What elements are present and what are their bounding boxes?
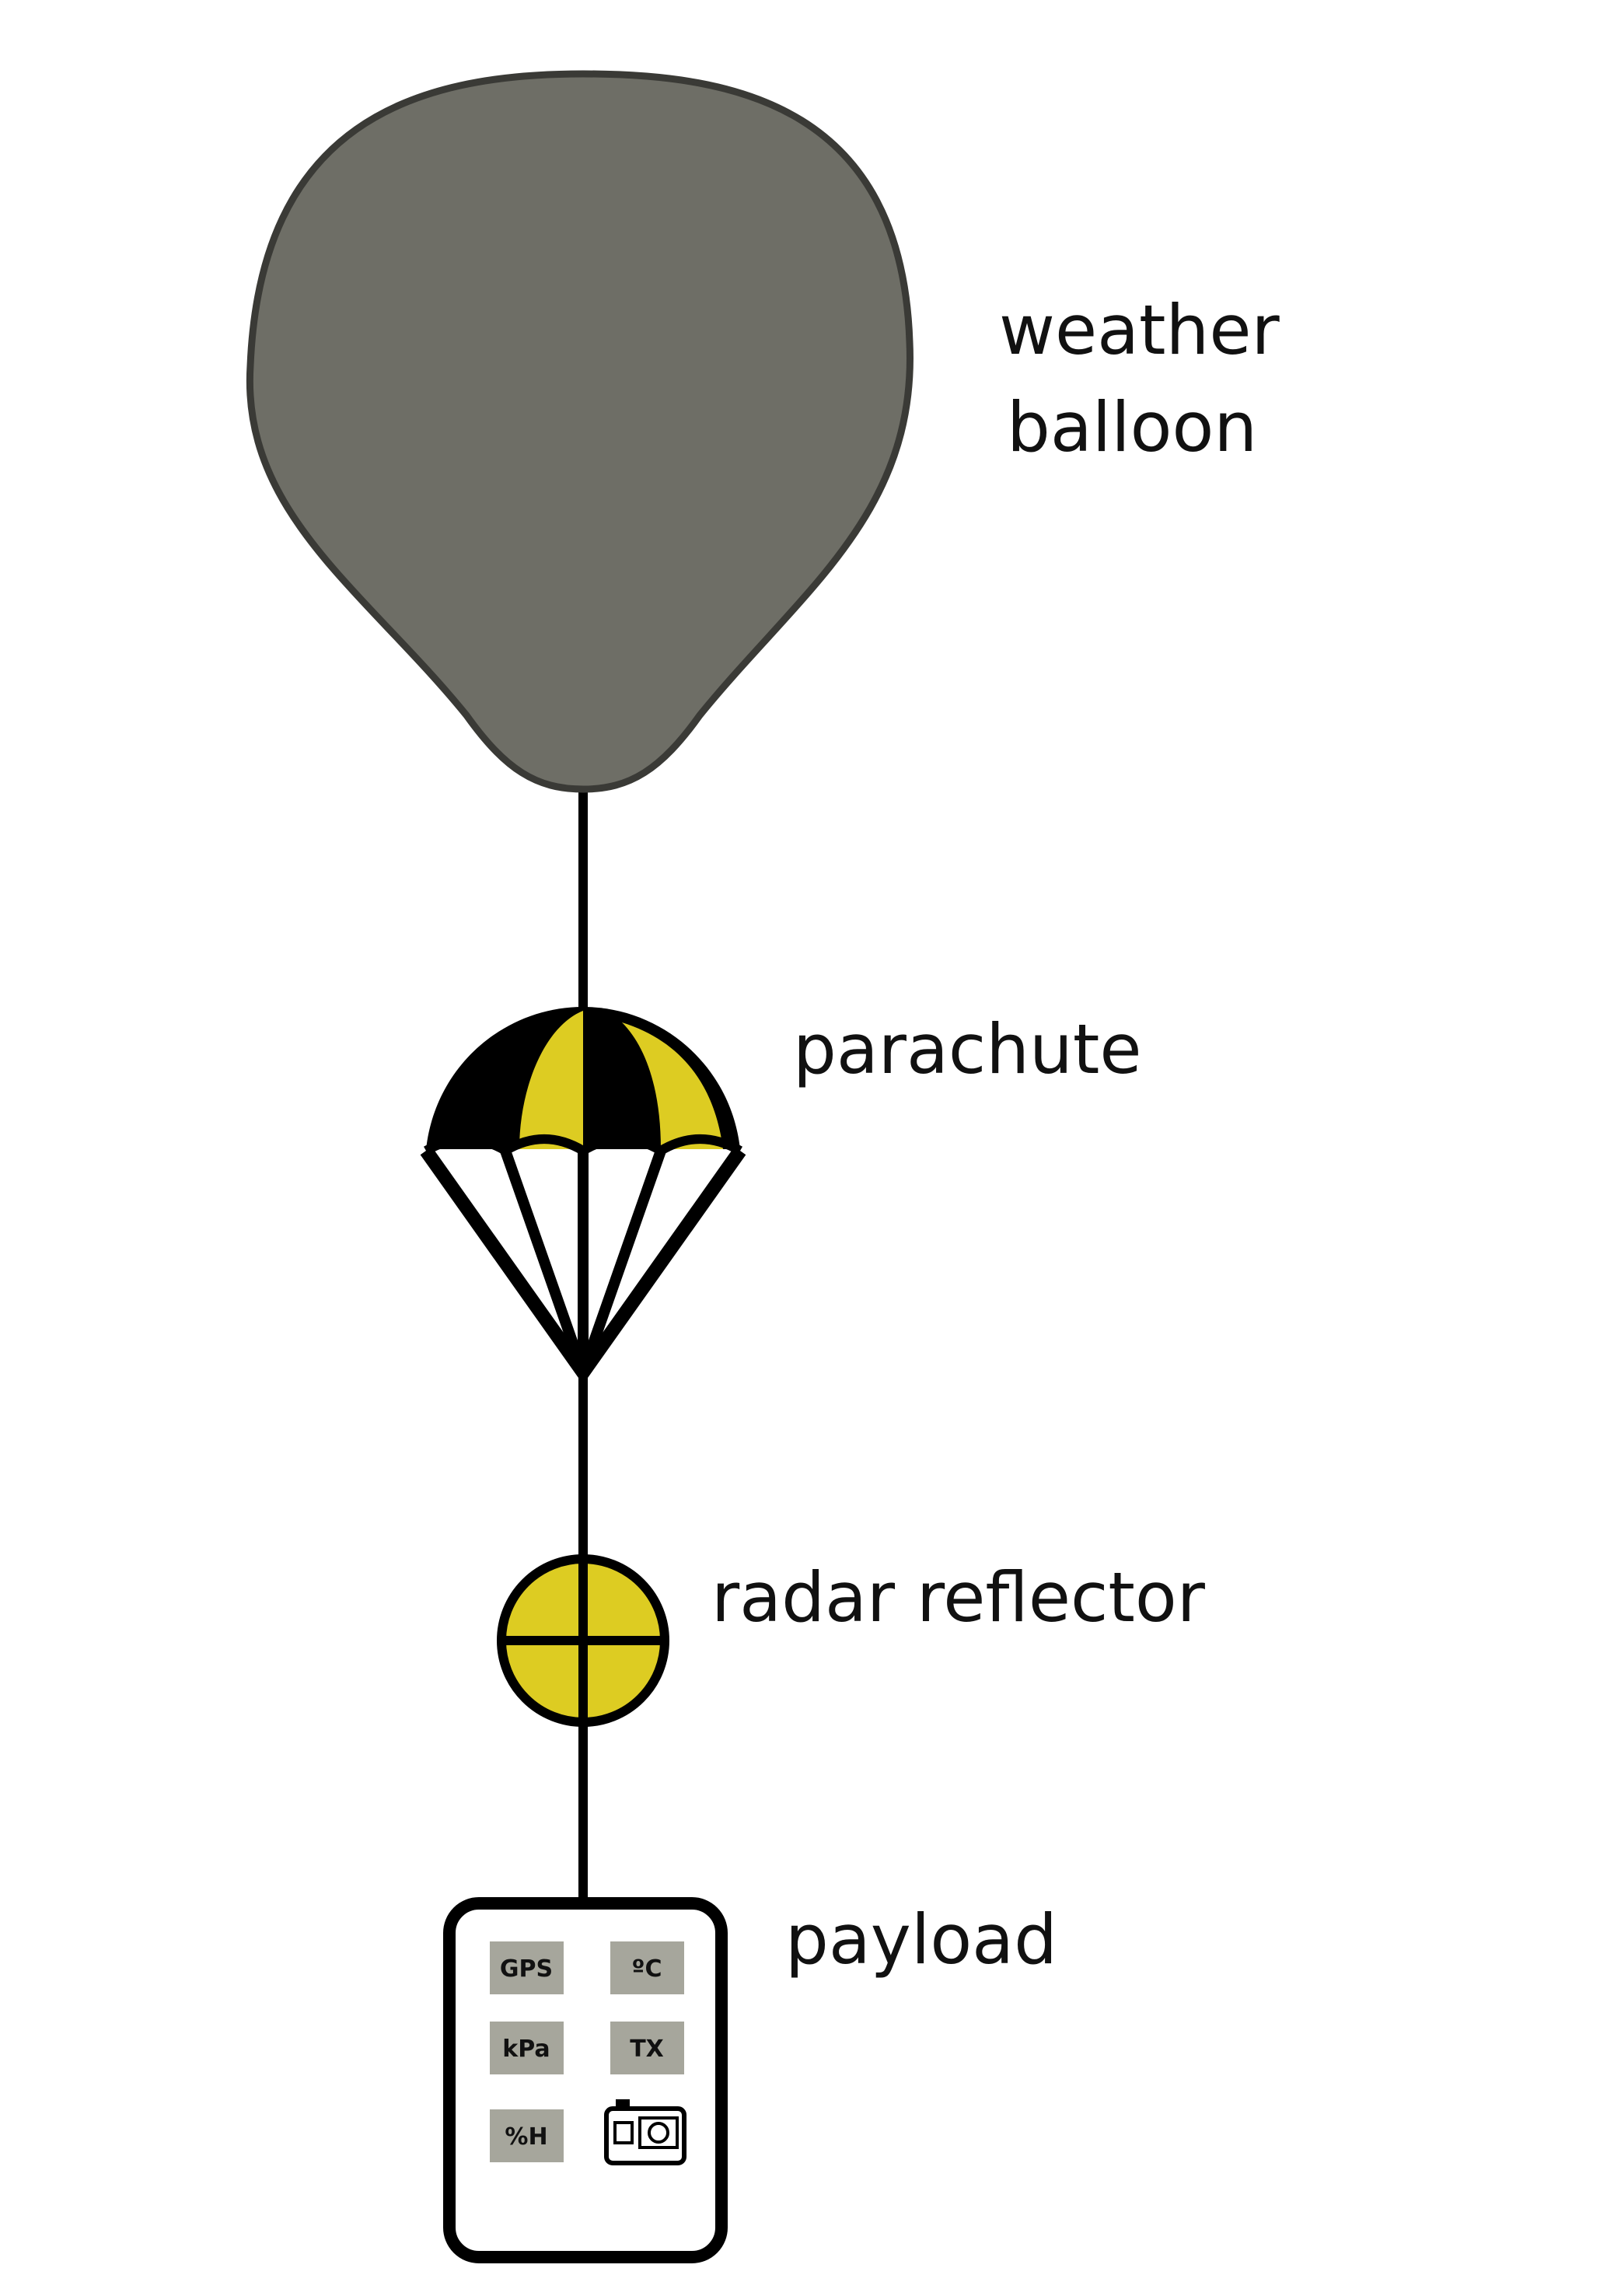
humidity-module (490, 2109, 564, 2162)
radar-reflector-label: radar reflector (711, 1557, 1206, 1637)
temperature-module-label: ºC (632, 1955, 662, 1983)
temperature-module (610, 1941, 684, 1994)
balloon-label-line2: balloon (1007, 387, 1257, 467)
balloon-label-line1: weather (999, 290, 1280, 370)
gps-module (490, 1941, 564, 1994)
pressure-module (490, 2022, 564, 2074)
pressure-module-label: kPa (502, 2036, 550, 2063)
parachute-label: parachute (793, 1009, 1141, 1089)
parachute (420, 1007, 746, 1385)
radar-reflector (497, 1554, 669, 1727)
payload-box: GPS ºC kPa TX %H (443, 1897, 728, 2263)
gps-module-label: GPS (500, 1955, 553, 1983)
weather-balloon (246, 70, 914, 793)
camera-icon (604, 2099, 686, 2165)
humidity-module-label: %H (505, 2123, 547, 2151)
transmitter-module-label: TX (630, 2036, 664, 2063)
payload-label: payload (785, 1899, 1057, 1980)
transmitter-module (610, 2022, 684, 2074)
